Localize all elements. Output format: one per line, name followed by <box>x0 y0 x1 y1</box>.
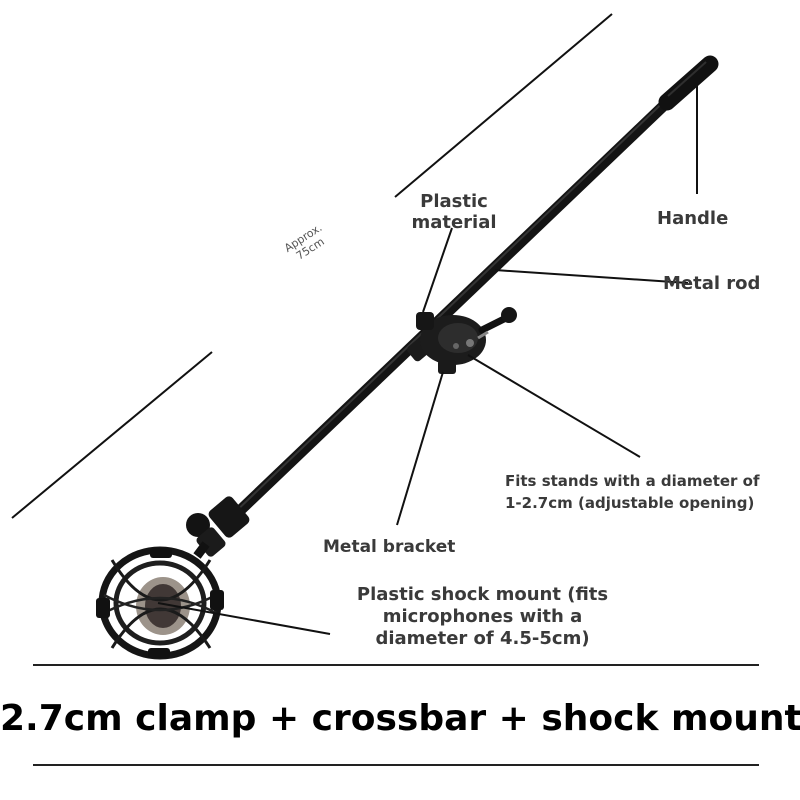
leader-metal-rod <box>494 269 689 284</box>
handle-grip <box>658 55 719 111</box>
dimension-line-top <box>394 13 613 198</box>
label-shock-mount-line1: Plastic shock mount (fits <box>356 584 609 605</box>
label-fits-stands-line2: 1-2.7cm (adjustable opening) <box>505 494 755 512</box>
metal-rod <box>222 86 684 528</box>
label-shock-mount-line3: diameter of 4.5-5cm) <box>375 628 590 649</box>
label-metal-bracket: Metal bracket <box>323 537 456 557</box>
divider-bottom <box>33 764 759 766</box>
metal-bracket <box>407 307 517 374</box>
angle-joint <box>186 496 250 559</box>
leader-plastic-material <box>422 227 453 313</box>
label-plastic-material-line1: Plastic <box>420 191 488 212</box>
label-handle: Handle <box>657 208 729 229</box>
dimension-line-bottom <box>11 351 213 519</box>
leader-fits-stands <box>467 354 641 458</box>
leader-shock-mount <box>157 602 331 635</box>
label-shock-mount: Plastic shock mount (fits microphones wi… <box>330 584 635 650</box>
label-plastic-material-line2: material <box>411 212 497 233</box>
label-fits-stands: Fits stands with a diameter of 1-2.7cm (… <box>505 470 760 514</box>
product-caption: 2.7cm clamp + crossbar + shock mount <box>0 698 800 739</box>
divider-top <box>33 664 759 666</box>
shock-mount <box>96 546 224 660</box>
label-metal-rod: Metal rod <box>663 273 761 294</box>
label-fits-stands-line1: Fits stands with a diameter of <box>505 472 760 490</box>
label-plastic-material: Plastic material <box>408 191 500 233</box>
label-shock-mount-line2: microphones with a <box>382 606 583 627</box>
leader-metal-bracket <box>396 371 444 526</box>
